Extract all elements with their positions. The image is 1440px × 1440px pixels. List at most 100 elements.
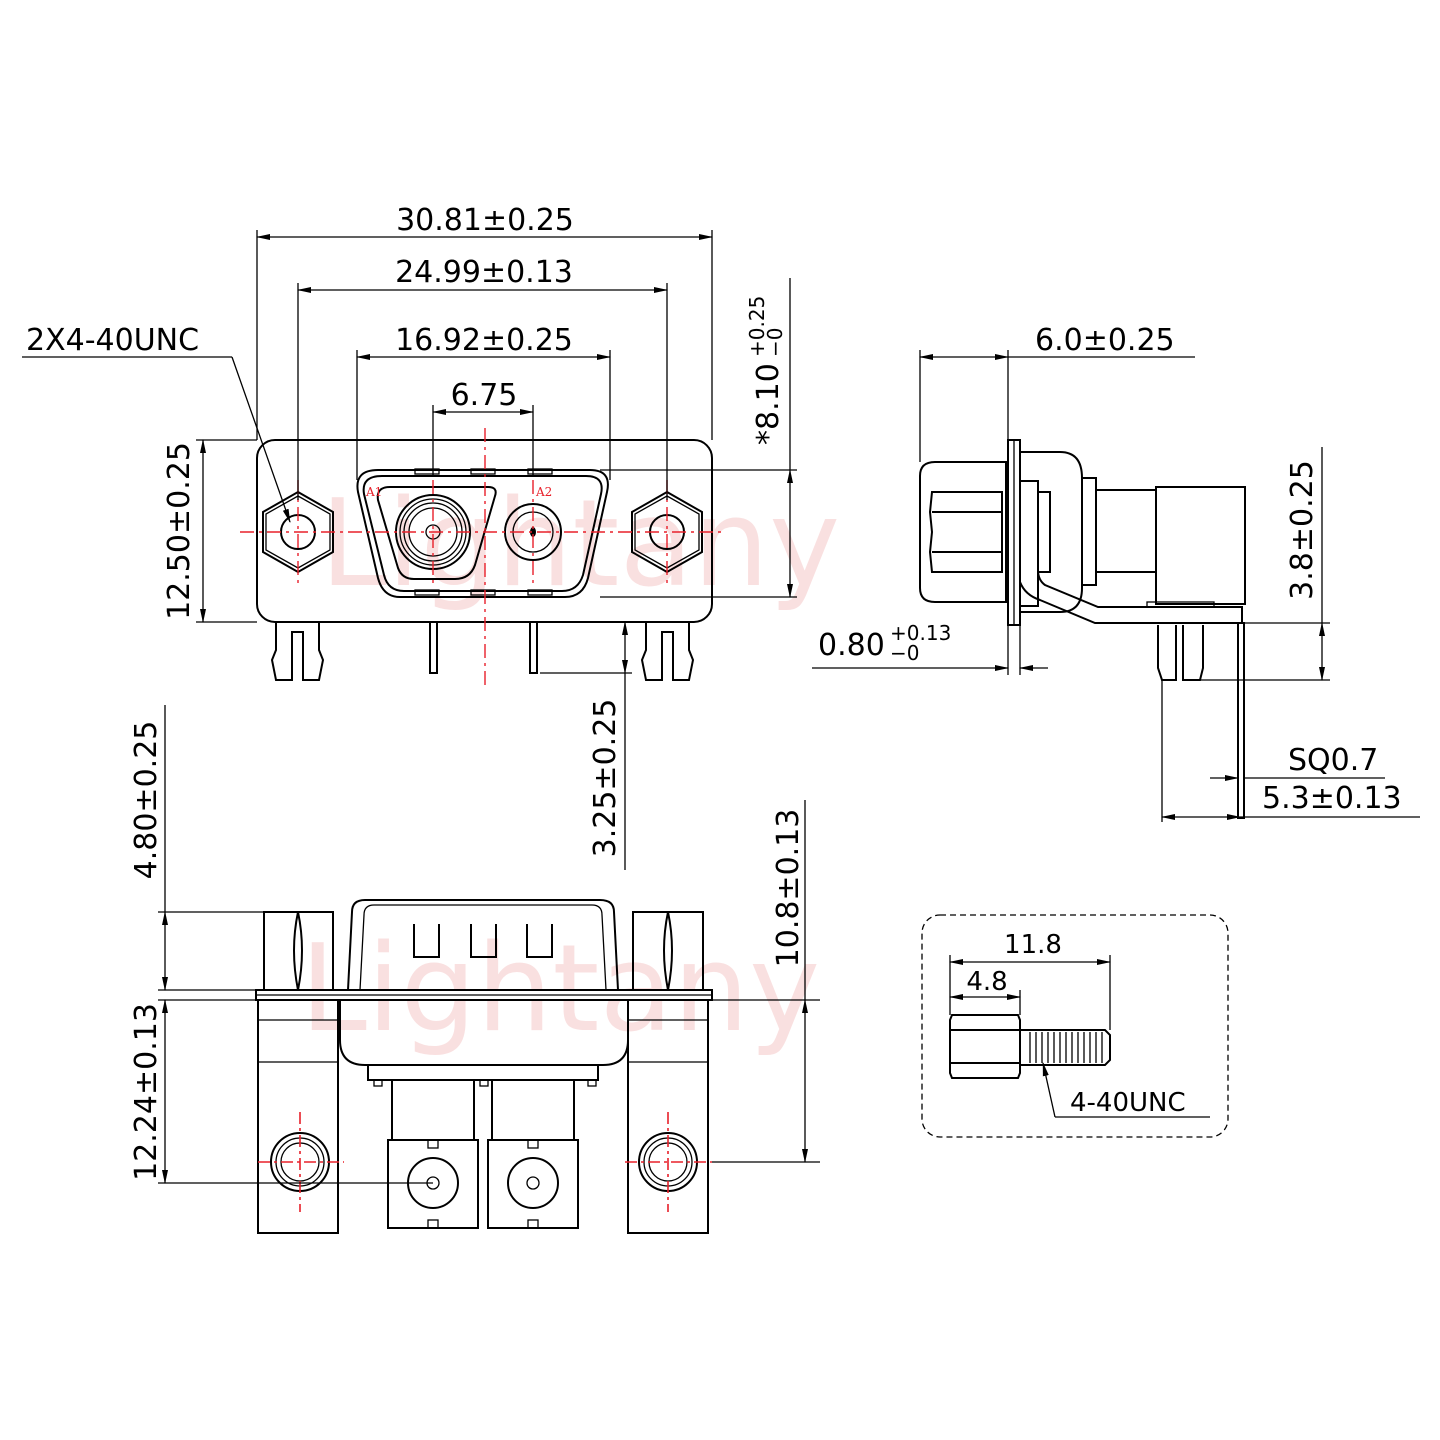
dim-shell-height: *8.10 +0.25 −0 — [600, 278, 797, 598]
drawing-stroke — [529, 621, 538, 674]
side-contact-body — [1155, 486, 1246, 605]
dim-label-thread: 4-40UNC — [1070, 1088, 1186, 1118]
dim-nut-height: 4.80±0.25 — [129, 705, 264, 991]
drawing-stroke — [640, 622, 695, 681]
drawing-stroke — [231, 356, 291, 523]
dim-label-contact-spacing: 6.75 — [451, 378, 518, 413]
screw-thread — [1020, 1029, 1111, 1066]
drawing-stroke — [414, 468, 440, 475]
drawing-stroke — [427, 1139, 439, 1149]
drawing-stroke — [1095, 489, 1157, 573]
d-shell-inner — [362, 475, 603, 592]
dim-pin-size: SQ0.7 — [1210, 743, 1385, 781]
dim-label-pin-offset: 5.3±0.13 — [1262, 781, 1402, 816]
dim-label-mount-thread: 2X4-40UNC — [26, 323, 199, 358]
drawing-stroke — [1146, 601, 1215, 608]
drawing-stroke: *8.10 +0.25 −0 — [745, 296, 787, 445]
dim-label-height: 3.8±0.25 — [1285, 460, 1320, 600]
side-bracket — [1019, 569, 1243, 624]
drawing-stroke — [627, 999, 709, 1234]
drawing-stroke — [414, 589, 440, 596]
drawing-stroke — [270, 622, 325, 681]
dim-label-length: 11.8 — [1004, 930, 1062, 960]
drawing-stroke — [527, 1139, 539, 1149]
dim-label-head-length: 4.8 — [966, 967, 1007, 997]
drawing-stroke — [367, 1064, 599, 1081]
dim-side-depth: 6.0±0.25 — [919, 323, 1195, 462]
drawing-stroke — [373, 1079, 383, 1087]
dim-flange-height: 12.50±0.25 — [162, 439, 257, 623]
dim-label-shell-width: 16.92±0.25 — [395, 323, 573, 358]
drawing-stroke — [487, 1139, 579, 1229]
dim-label-flange-thickness: 0.80 — [818, 628, 885, 663]
dim-screw-head: 4.8 — [949, 967, 1021, 1015]
boardlock-pins-front — [270, 621, 695, 681]
drawing-stroke — [391, 1079, 475, 1141]
side-pin — [1237, 622, 1245, 819]
drawing-stroke — [1037, 491, 1051, 573]
bottom-contact-slots — [413, 924, 553, 958]
drawing-stroke — [359, 904, 607, 991]
dim-flange-thickness: 0.80 +0.13 −0 — [812, 621, 1048, 675]
side-nut-housing — [919, 461, 1007, 603]
drawing-stroke — [470, 589, 496, 596]
a1-cavity — [376, 486, 497, 580]
drawing-stroke — [429, 621, 438, 674]
dim-shell-width: 16.92±0.25 — [356, 323, 611, 480]
dim-label-pin-length: 3.25±0.25 — [588, 699, 623, 858]
drawing-stroke — [387, 1139, 479, 1229]
dim-overall-depth: 10.8±0.13 — [712, 800, 820, 1163]
drawing-stroke — [1081, 477, 1097, 586]
d-shell-outer — [356, 469, 609, 598]
bottom-contact-a1 — [387, 1139, 479, 1229]
dim-label-flange-tol-lower: −0 — [890, 641, 919, 665]
side-hex-nut — [928, 491, 1003, 573]
drawing-stroke — [491, 1079, 575, 1141]
dim-label-depth: 6.0±0.25 — [1035, 323, 1175, 358]
drawing-stroke — [530, 527, 536, 537]
dim-label-pin-size: SQ0.7 — [1288, 743, 1378, 778]
label-a2: A2 — [535, 485, 552, 499]
dim-label-flange-tol-upper: +0.13 — [890, 621, 951, 645]
drawing-stroke — [527, 468, 553, 475]
callout-mount-thread: 2X4-40UNC — [22, 323, 291, 523]
dim-label-overall-width: 30.81±0.25 — [396, 203, 574, 238]
callout-screw-thread: 4-40UNC — [1042, 1062, 1210, 1118]
dim-label-overall-depth: 10.8±0.13 — [771, 809, 806, 968]
bottom-shell-top — [347, 899, 619, 991]
drawing-stroke — [1029, 1032, 1103, 1063]
drawing-stroke — [427, 1219, 439, 1229]
dim-board-depth: 12.24±0.13 — [129, 999, 433, 1184]
dim-overall-width: 30.81±0.25 — [256, 203, 713, 440]
dim-hole-spacing: 24.99±0.13 — [297, 255, 668, 500]
bottom-contact-a2 — [487, 1139, 579, 1229]
centerlines-front — [240, 428, 725, 685]
dim-label-shell-height-tol-lower: −0 — [763, 328, 787, 357]
drawing-stroke — [526, 1176, 540, 1190]
bottom-boardlock-right — [625, 999, 712, 1234]
dim-side-height: 3.8±0.25 — [1200, 447, 1330, 681]
drawing-stroke — [527, 589, 553, 596]
contact-slots — [414, 468, 553, 596]
drawing-stroke — [479, 1079, 489, 1087]
front-view: A1 A2 30.81±0.25 24.99±0.13 16.92±0.25 6… — [22, 203, 797, 870]
bottom-boardlock-left — [257, 999, 344, 1234]
drawing-stroke — [507, 1157, 559, 1209]
dim-contact-spacing: 6.75 — [432, 378, 534, 476]
bottom-view: 4.80±0.25 12.24±0.13 10.8±0.13 — [129, 705, 820, 1234]
dim-label-nut-height: 4.80±0.25 — [129, 721, 164, 880]
screw-head — [949, 1014, 1021, 1079]
drawing-stroke — [1042, 1062, 1056, 1118]
drawing-stroke — [470, 468, 496, 475]
screw-detail-inset: 11.8 4.8 4-40UNC — [921, 914, 1229, 1138]
side-boardlock — [1157, 625, 1204, 681]
dim-pin-offset: 5.3±0.13 — [1161, 680, 1420, 822]
dim-label-mount-hole-spacing: 24.99±0.13 — [395, 255, 573, 290]
drawing-stroke — [587, 1079, 597, 1087]
drawing-stroke — [527, 1219, 539, 1229]
side-view: 6.0±0.25 3.8±0.25 0.80 +0.13 −0 SQ0.7 5.… — [812, 323, 1420, 822]
dim-label-flange-height: 12.50±0.25 — [162, 442, 197, 620]
dim-label-board-depth: 12.24±0.13 — [129, 1003, 164, 1181]
